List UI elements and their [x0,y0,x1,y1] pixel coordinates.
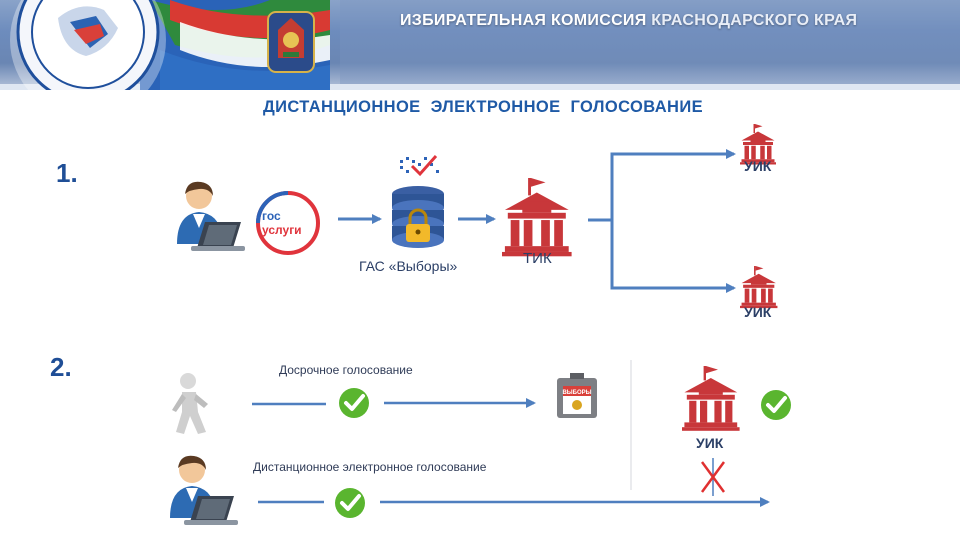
gas-vybory-label: ГАС «Выборы» [359,258,458,274]
step-number-2: 2. [50,352,72,382]
database-lock-icon [392,186,444,248]
header-decor [0,0,960,90]
walking-person-icon [172,373,208,434]
gosuslugi-logo-line2: услуги [262,223,302,237]
remote-check-icon [333,486,367,520]
ballot-box-text: ВЫБОРЫ [562,390,591,396]
header-title: ИЗБИРАТЕЛЬНАЯ КОМИССИЯ КРАСНОДАРСКОГО КР… [400,12,858,29]
uik-check-icon [759,388,793,422]
tik-building-icon [502,178,572,257]
uik-bottom-label: УИК [744,304,772,320]
arrow-tik-to-uik-bottom [610,220,736,293]
uik-scheme2-building-icon [682,366,740,431]
remote-voter-laptop-icon [170,455,238,525]
uik-scheme2-label: УИК [696,435,724,451]
remote-voting-label: Дистанционное электронное голосование [253,460,487,474]
ballot-box-icon: ВЫБОРЫ [557,373,597,418]
tik-label: ТИК [523,250,552,267]
header-banner: ИЗБИРАТЕЛЬНАЯ КОМИССИЯ КРАСНОДАРСКОГО КР… [0,0,960,90]
voter-laptop-icon [177,181,245,251]
early-voting-label: Досрочное голосование [279,363,413,377]
gas-vybory-logo-icon [400,155,439,177]
page-title: ДИСТАНЦИОННОЕ ЭЛЕКТРОННОЕ ГОЛОСОВАНИЕ [262,98,704,116]
commission-seal-icon [10,0,166,90]
blocked-cross-icon [700,458,726,496]
gosuslugi-logo-icon: гос услуги [256,191,320,255]
coat-of-arms-icon [267,11,315,73]
step-number-1: 1. [56,158,78,188]
uik-top-label: УИК [744,158,772,174]
arrow-tik-to-uik-top [588,149,736,222]
uik-bottom-building-icon [740,266,778,309]
early-check-icon [337,386,371,420]
gosuslugi-logo-line1: гос [262,209,281,223]
